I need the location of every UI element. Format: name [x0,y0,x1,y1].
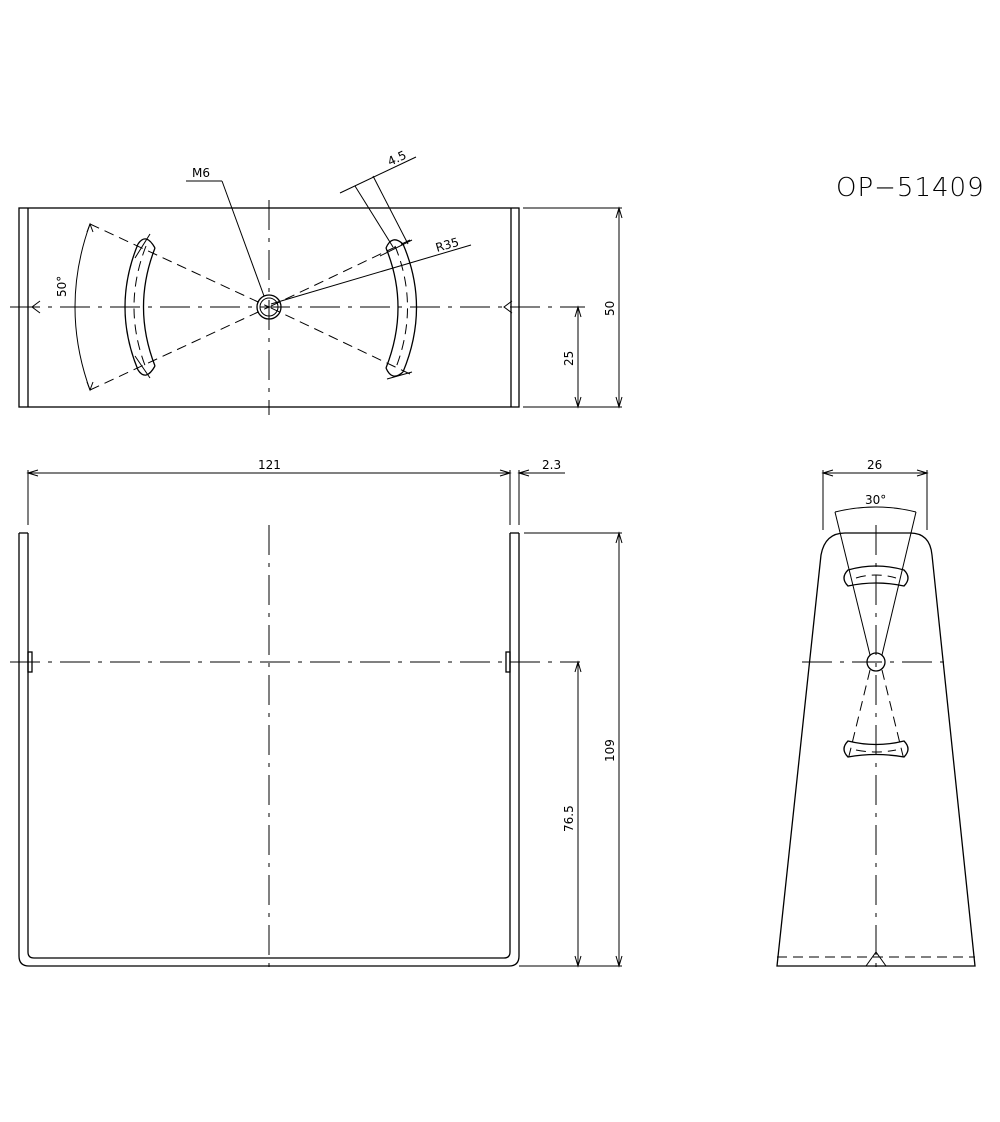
left-slot-top-end [137,238,156,249]
lower-slot [843,740,909,758]
right-tab [505,651,511,673]
m6-hole-inner [259,297,279,317]
front-view-inner-profile [27,533,511,959]
left-center-mark [31,300,41,314]
angle-50-label: 50° [55,276,69,297]
top-view: M6 50° R35 4.5 [10,148,623,415]
angle-30-label: 30° [865,493,886,507]
right-slot-outer-edge [402,243,418,373]
angle-30-arc [834,506,917,513]
left-slot-bottom-end [137,365,156,376]
top-width-label: 26 [867,458,882,472]
left-slot-inner-edge [142,247,156,367]
r35-leader [270,244,472,305]
angle-50-arc [74,223,91,391]
height-50-label: 50 [603,301,617,316]
thickness-label: 2.3 [542,458,561,472]
slot-width-dim-line [339,156,417,194]
right-center-mark [503,300,513,314]
front-view: 121 2.3 109 76.5 [10,458,623,975]
m6-hole-outer [256,294,282,320]
width-121-label: 121 [258,458,281,472]
height-109-label: 109 [603,739,617,762]
side-view: 26 30° [776,458,976,975]
m6-label: M6 [192,166,210,180]
right-slot-centerline [394,245,408,371]
r35-label: R35 [434,235,461,255]
part-number: OP−51409 [836,173,985,203]
slot-width-label: 4.5 [385,148,408,169]
m6-leader [221,180,265,297]
right-slot-top-end [385,239,404,249]
side-view-hole [866,652,886,672]
right-slot-inner-edge [385,247,399,369]
left-slot-outer-edge [124,243,139,371]
side-view-outline [776,532,976,967]
upper-slot [843,565,909,587]
height-25-label: 25 [562,351,576,366]
right-slot-bottom-end [385,367,404,377]
height-76-5-label: 76.5 [562,805,576,832]
